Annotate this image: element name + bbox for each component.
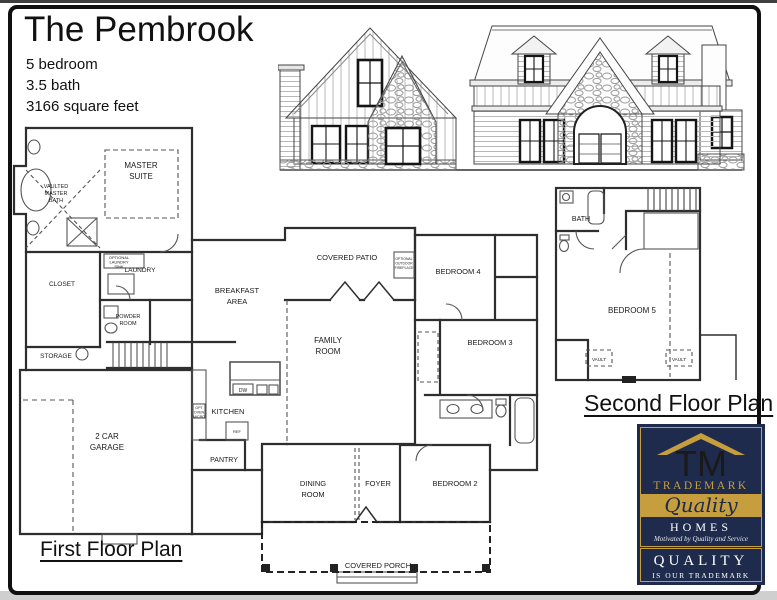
window-pair-right xyxy=(650,118,698,164)
logo-quality-sub: IS OUR TRADEMARK xyxy=(652,571,750,580)
label-refrigerator: REF xyxy=(233,429,242,434)
label-vault-right: VAULT xyxy=(672,357,686,362)
logo-quality-big: QUALITY xyxy=(653,553,749,569)
svg-text:AREA: AREA xyxy=(227,297,247,306)
label-bedroom-3: BEDROOM 3 xyxy=(467,338,512,347)
svg-text:BATH: BATH xyxy=(49,198,63,204)
logo-homes-text: HOMES xyxy=(669,520,732,534)
first-floor-caption: First Floor Plan xyxy=(40,538,183,561)
spec-baths: 3.5 bath xyxy=(26,77,81,94)
builder-logo: TM TRADEMARK Quality HOMES Motivated by … xyxy=(637,424,765,585)
entry-gable xyxy=(545,37,655,165)
label-garage: 2 CAR xyxy=(95,432,119,441)
spec-list: 5 bedroom 3.5 bath 3166 square feet xyxy=(26,54,139,117)
svg-text:OUTDOOR: OUTDOOR xyxy=(395,262,413,266)
label-covered-porch: COVERED PORCH xyxy=(345,561,411,570)
first-floor-walls xyxy=(12,126,539,536)
logo-quality-script: Quality xyxy=(664,493,738,517)
logo-quality-band: Quality xyxy=(641,494,761,517)
label-covered-patio: COVERED PATIO xyxy=(317,253,378,262)
svg-text:MICRO: MICRO xyxy=(193,415,205,419)
svg-text:ROOM: ROOM xyxy=(301,490,324,499)
logo-lower-box: QUALITY IS OUR TRADEMARK xyxy=(640,548,762,582)
second-floor-caption: Second Floor Plan xyxy=(584,390,774,416)
dormer-right xyxy=(644,35,692,85)
label-laundry: LAUNDRY xyxy=(125,267,157,274)
second-floor-labels: BATH BEDROOM 5 VAULT VAULT xyxy=(572,216,686,362)
label-master-suite: MASTER xyxy=(124,161,158,170)
tm-monogram-icon: TM xyxy=(657,433,745,484)
svg-text:LAUNDRY: LAUNDRY xyxy=(109,260,128,265)
label-storage: STORAGE xyxy=(40,353,72,360)
logo-gold-frame xyxy=(640,427,762,547)
bottom-edge-strip xyxy=(0,591,777,600)
front-elevation-drawing xyxy=(278,25,745,171)
label-dining-room: DINING xyxy=(300,479,326,488)
label-bedroom-4: BEDROOM 4 xyxy=(435,267,480,276)
tm-monogram: TM xyxy=(637,428,765,485)
second-floor-details xyxy=(558,188,737,383)
top-edge-strip xyxy=(0,0,777,3)
covered-porch-outline xyxy=(261,521,491,573)
logo-trademark-text: TRADEMARK xyxy=(653,480,749,492)
label-master-bath: VAULTED xyxy=(44,184,69,190)
label-powder-room: POWDER xyxy=(116,314,141,320)
svg-text:SINK: SINK xyxy=(114,264,124,269)
svg-text:MASTER: MASTER xyxy=(45,191,68,197)
label-breakfast: BREAKFAST xyxy=(215,286,260,295)
svg-text:TM: TM xyxy=(675,443,727,480)
first-floor-details xyxy=(20,139,535,584)
first-floor-labels: MASTER SUITE VAULTED MASTER BATH CLOSET … xyxy=(40,161,512,570)
label-opt-oven: OPT xyxy=(195,406,203,410)
staircase xyxy=(112,342,168,368)
label-opt-laundry-sink: OPTIONAL xyxy=(109,255,130,260)
label-foyer: FOYER xyxy=(365,479,391,488)
sheet-border xyxy=(8,5,761,595)
label-bedroom-2: BEDROOM 2 xyxy=(432,479,477,488)
spec-sqft: 3166 square feet xyxy=(26,98,139,115)
elevation-massing xyxy=(278,25,745,171)
label-closet: CLOSET xyxy=(49,281,75,288)
label-family-room: FAMILY xyxy=(314,336,343,345)
svg-text:ROOM: ROOM xyxy=(316,347,341,356)
dormer-left xyxy=(510,35,558,85)
svg-text:SUITE: SUITE xyxy=(129,172,153,181)
svg-text:GARAGE: GARAGE xyxy=(90,443,124,452)
svg-text:OVEN: OVEN xyxy=(194,411,205,415)
label-dishwasher: DW xyxy=(239,388,248,394)
label-kitchen: KITCHEN xyxy=(212,407,245,416)
page-title: The Pembrook xyxy=(24,10,254,49)
svg-text:FIREPLACE: FIREPLACE xyxy=(395,266,415,270)
svg-text:ROOM: ROOM xyxy=(119,321,137,327)
stone-gable xyxy=(367,54,437,166)
spec-bedrooms: 5 bedroom xyxy=(26,56,98,73)
first-floor-plan-drawing: MASTER SUITE VAULTED MASTER BATH CLOSET … xyxy=(12,126,539,584)
logo-tagline: Motivated by Quality and Service xyxy=(653,535,749,543)
label-vault-left: VAULT xyxy=(592,357,606,362)
label-opt-fireplace: OPTIONAL xyxy=(395,257,412,261)
label-bath: BATH xyxy=(572,216,590,223)
label-pantry: PANTRY xyxy=(210,457,238,464)
second-floor-plan-drawing: BATH BEDROOM 5 VAULT VAULT xyxy=(554,186,737,383)
label-bedroom-5: BEDROOM 5 xyxy=(608,306,657,315)
